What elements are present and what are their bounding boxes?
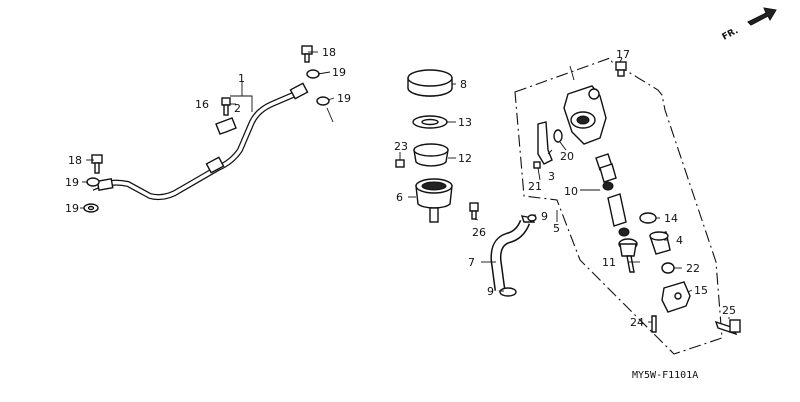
callout-7: 7 [468, 256, 475, 269]
direction-label: FR. [721, 26, 740, 43]
boot-and-circlip [639, 212, 671, 255]
callout-5: 5 [553, 222, 560, 235]
callout-19-left-upper: 19 [65, 176, 79, 189]
callout-10: 10 [564, 185, 578, 198]
callout-25: 25 [722, 304, 736, 317]
callout-1: 1 [238, 72, 245, 85]
reservoir-diaphragm [413, 143, 449, 167]
callout-2: 2 [234, 102, 241, 115]
front-arrow-icon [747, 7, 777, 26]
push-rod [618, 238, 638, 273]
callout-15: 15 [694, 284, 708, 297]
mounting-bolt [615, 61, 627, 77]
callout-19-top-upper: 19 [332, 66, 346, 79]
callout-labels: 1 2 3 4 5 6 7 8 9 9 10 11 12 13 14 15 16… [65, 46, 736, 329]
callout-14: 14 [664, 212, 678, 225]
callout-18-left: 18 [68, 154, 82, 167]
callout-19-left-lower: 19 [65, 202, 79, 215]
reservoir-hose [490, 214, 537, 297]
callout-6: 6 [396, 191, 403, 204]
callout-11: 11 [602, 256, 616, 269]
diagram-code: MY5W-F1101A [632, 370, 698, 381]
callout-13: 13 [458, 116, 472, 129]
clevis-assembly [661, 262, 691, 313]
brake-hose [90, 82, 309, 201]
callout-9-lower: 9 [487, 285, 494, 298]
callout-20: 20 [560, 150, 574, 163]
hose-clamp [215, 97, 237, 135]
callout-4: 4 [676, 234, 683, 247]
hose-joint [533, 121, 563, 169]
callout-21: 21 [528, 180, 542, 193]
callout-8: 8 [460, 78, 467, 91]
callout-18-top: 18 [322, 46, 336, 59]
master-cylinder-body [563, 65, 607, 145]
callout-23: 23 [394, 140, 408, 153]
diaphragm-plate [412, 115, 448, 129]
callout-16: 16 [195, 98, 209, 111]
callout-12: 12 [458, 152, 472, 165]
callout-17: 17 [616, 48, 630, 61]
callout-9-upper: 9 [541, 210, 548, 223]
callout-3: 3 [548, 170, 555, 183]
callout-22: 22 [686, 262, 700, 275]
callout-19-top-lower: 19 [337, 92, 351, 105]
piston-kit [595, 153, 630, 237]
callout-24: 24 [630, 316, 644, 329]
clevis-pin-and-bolt [651, 315, 741, 336]
front-direction-indicator: FR. [721, 7, 777, 43]
callout-26: 26 [472, 226, 486, 239]
leader-lines [80, 51, 730, 323]
reservoir-cap [407, 69, 453, 97]
left-hose-hardware [83, 154, 103, 213]
reservoir [415, 178, 453, 223]
